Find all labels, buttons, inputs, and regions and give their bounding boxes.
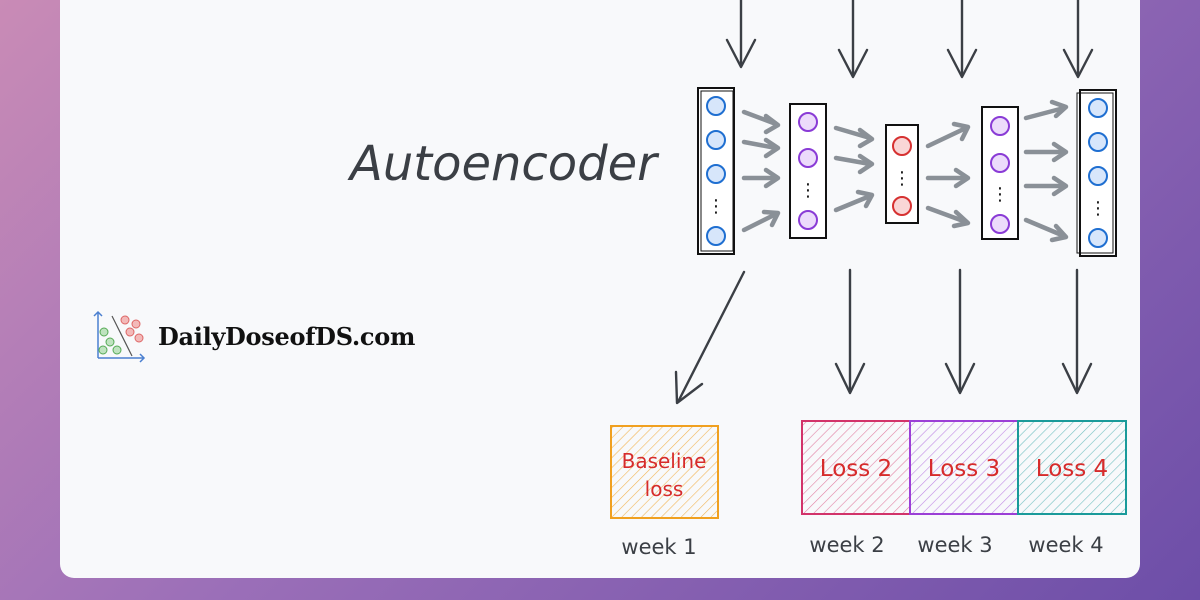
output-arrow-3 <box>944 268 976 395</box>
baseline-loss-label-line2: loss <box>645 477 684 501</box>
neuron <box>798 210 818 230</box>
connection-arrows <box>741 99 1069 243</box>
input-arrows <box>725 0 1094 79</box>
week-4-label: week 4 <box>1028 533 1103 557</box>
input-arrow-3 <box>946 0 978 79</box>
diagram-title: Autoencoder <box>347 136 660 192</box>
neuron <box>1088 228 1108 248</box>
ellipsis: ⋮ <box>893 168 911 189</box>
neuron <box>706 130 726 150</box>
brand-name: DailyDoseofDS.com <box>158 321 416 351</box>
ellipsis: ⋮ <box>1089 198 1107 219</box>
output-arrow-1 <box>674 270 746 405</box>
layer-3-bottleneck: ⋮ <box>885 124 919 224</box>
layer-1-input: ⋮ <box>697 87 735 255</box>
neuron <box>990 153 1010 173</box>
week-labels: week 1 week 2 week 3 week 4 <box>621 533 1103 559</box>
input-arrow-1 <box>725 0 757 69</box>
neuron <box>798 148 818 168</box>
output-arrow-2 <box>834 268 866 395</box>
loss-box-2: Loss 2 <box>801 420 911 515</box>
neuron <box>706 164 726 184</box>
layer-2-encoder: ⋮ <box>789 103 827 239</box>
loss-box-4: Loss 4 <box>1017 420 1127 515</box>
week-1-label: week 1 <box>621 535 696 559</box>
baseline-loss-label-line1: Baseline <box>622 449 707 473</box>
output-arrows <box>674 268 1093 405</box>
input-arrow-4 <box>1062 0 1094 79</box>
baseline-loss-box: Baseline loss <box>610 425 719 519</box>
output-arrow-4 <box>1061 268 1093 395</box>
layer-4-decoder: ⋮ <box>981 106 1019 240</box>
neuron <box>1088 98 1108 118</box>
loss-box-3: Loss 3 <box>909 420 1019 515</box>
week-3-label: week 3 <box>917 533 992 557</box>
neuron <box>706 96 726 116</box>
loss-4-label: Loss 4 <box>1036 456 1108 482</box>
ellipsis: ⋮ <box>799 180 817 201</box>
brand-logo-block: DailyDoseofDS.com <box>92 308 415 364</box>
scatter-plot-logo-icon <box>93 310 146 363</box>
layer-5-output: ⋮ <box>1076 89 1117 257</box>
neuron <box>798 112 818 132</box>
neuron <box>706 226 726 246</box>
neuron <box>990 214 1010 234</box>
week-2-label: week 2 <box>809 533 884 557</box>
neuron <box>990 116 1010 136</box>
neuron <box>1088 132 1108 152</box>
neuron <box>892 196 912 216</box>
ellipsis: ⋮ <box>707 196 725 217</box>
loss-3-label: Loss 3 <box>928 456 1000 482</box>
ellipsis: ⋮ <box>991 184 1009 205</box>
input-arrow-2 <box>837 0 869 79</box>
neuron <box>1088 166 1108 186</box>
neuron <box>892 136 912 156</box>
loss-2-label: Loss 2 <box>820 456 892 482</box>
